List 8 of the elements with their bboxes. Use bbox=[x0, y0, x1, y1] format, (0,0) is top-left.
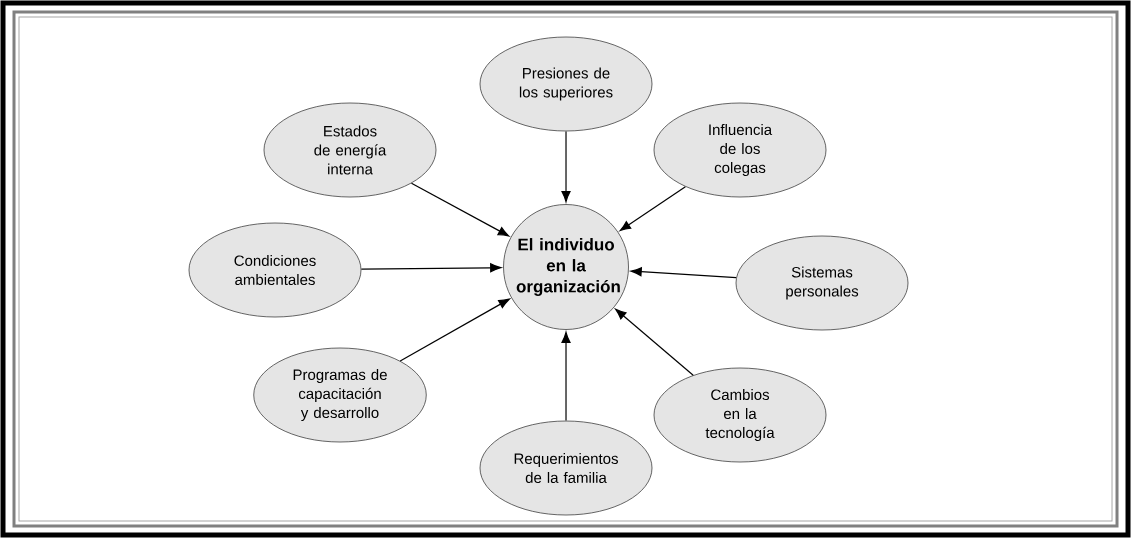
arrow bbox=[561, 331, 571, 422]
arrow bbox=[615, 308, 694, 376]
arrow bbox=[630, 267, 737, 279]
arrow bbox=[619, 186, 686, 232]
arrow bbox=[360, 263, 502, 273]
arrow bbox=[410, 182, 510, 237]
arrow bbox=[399, 298, 510, 362]
arrow bbox=[561, 130, 571, 203]
